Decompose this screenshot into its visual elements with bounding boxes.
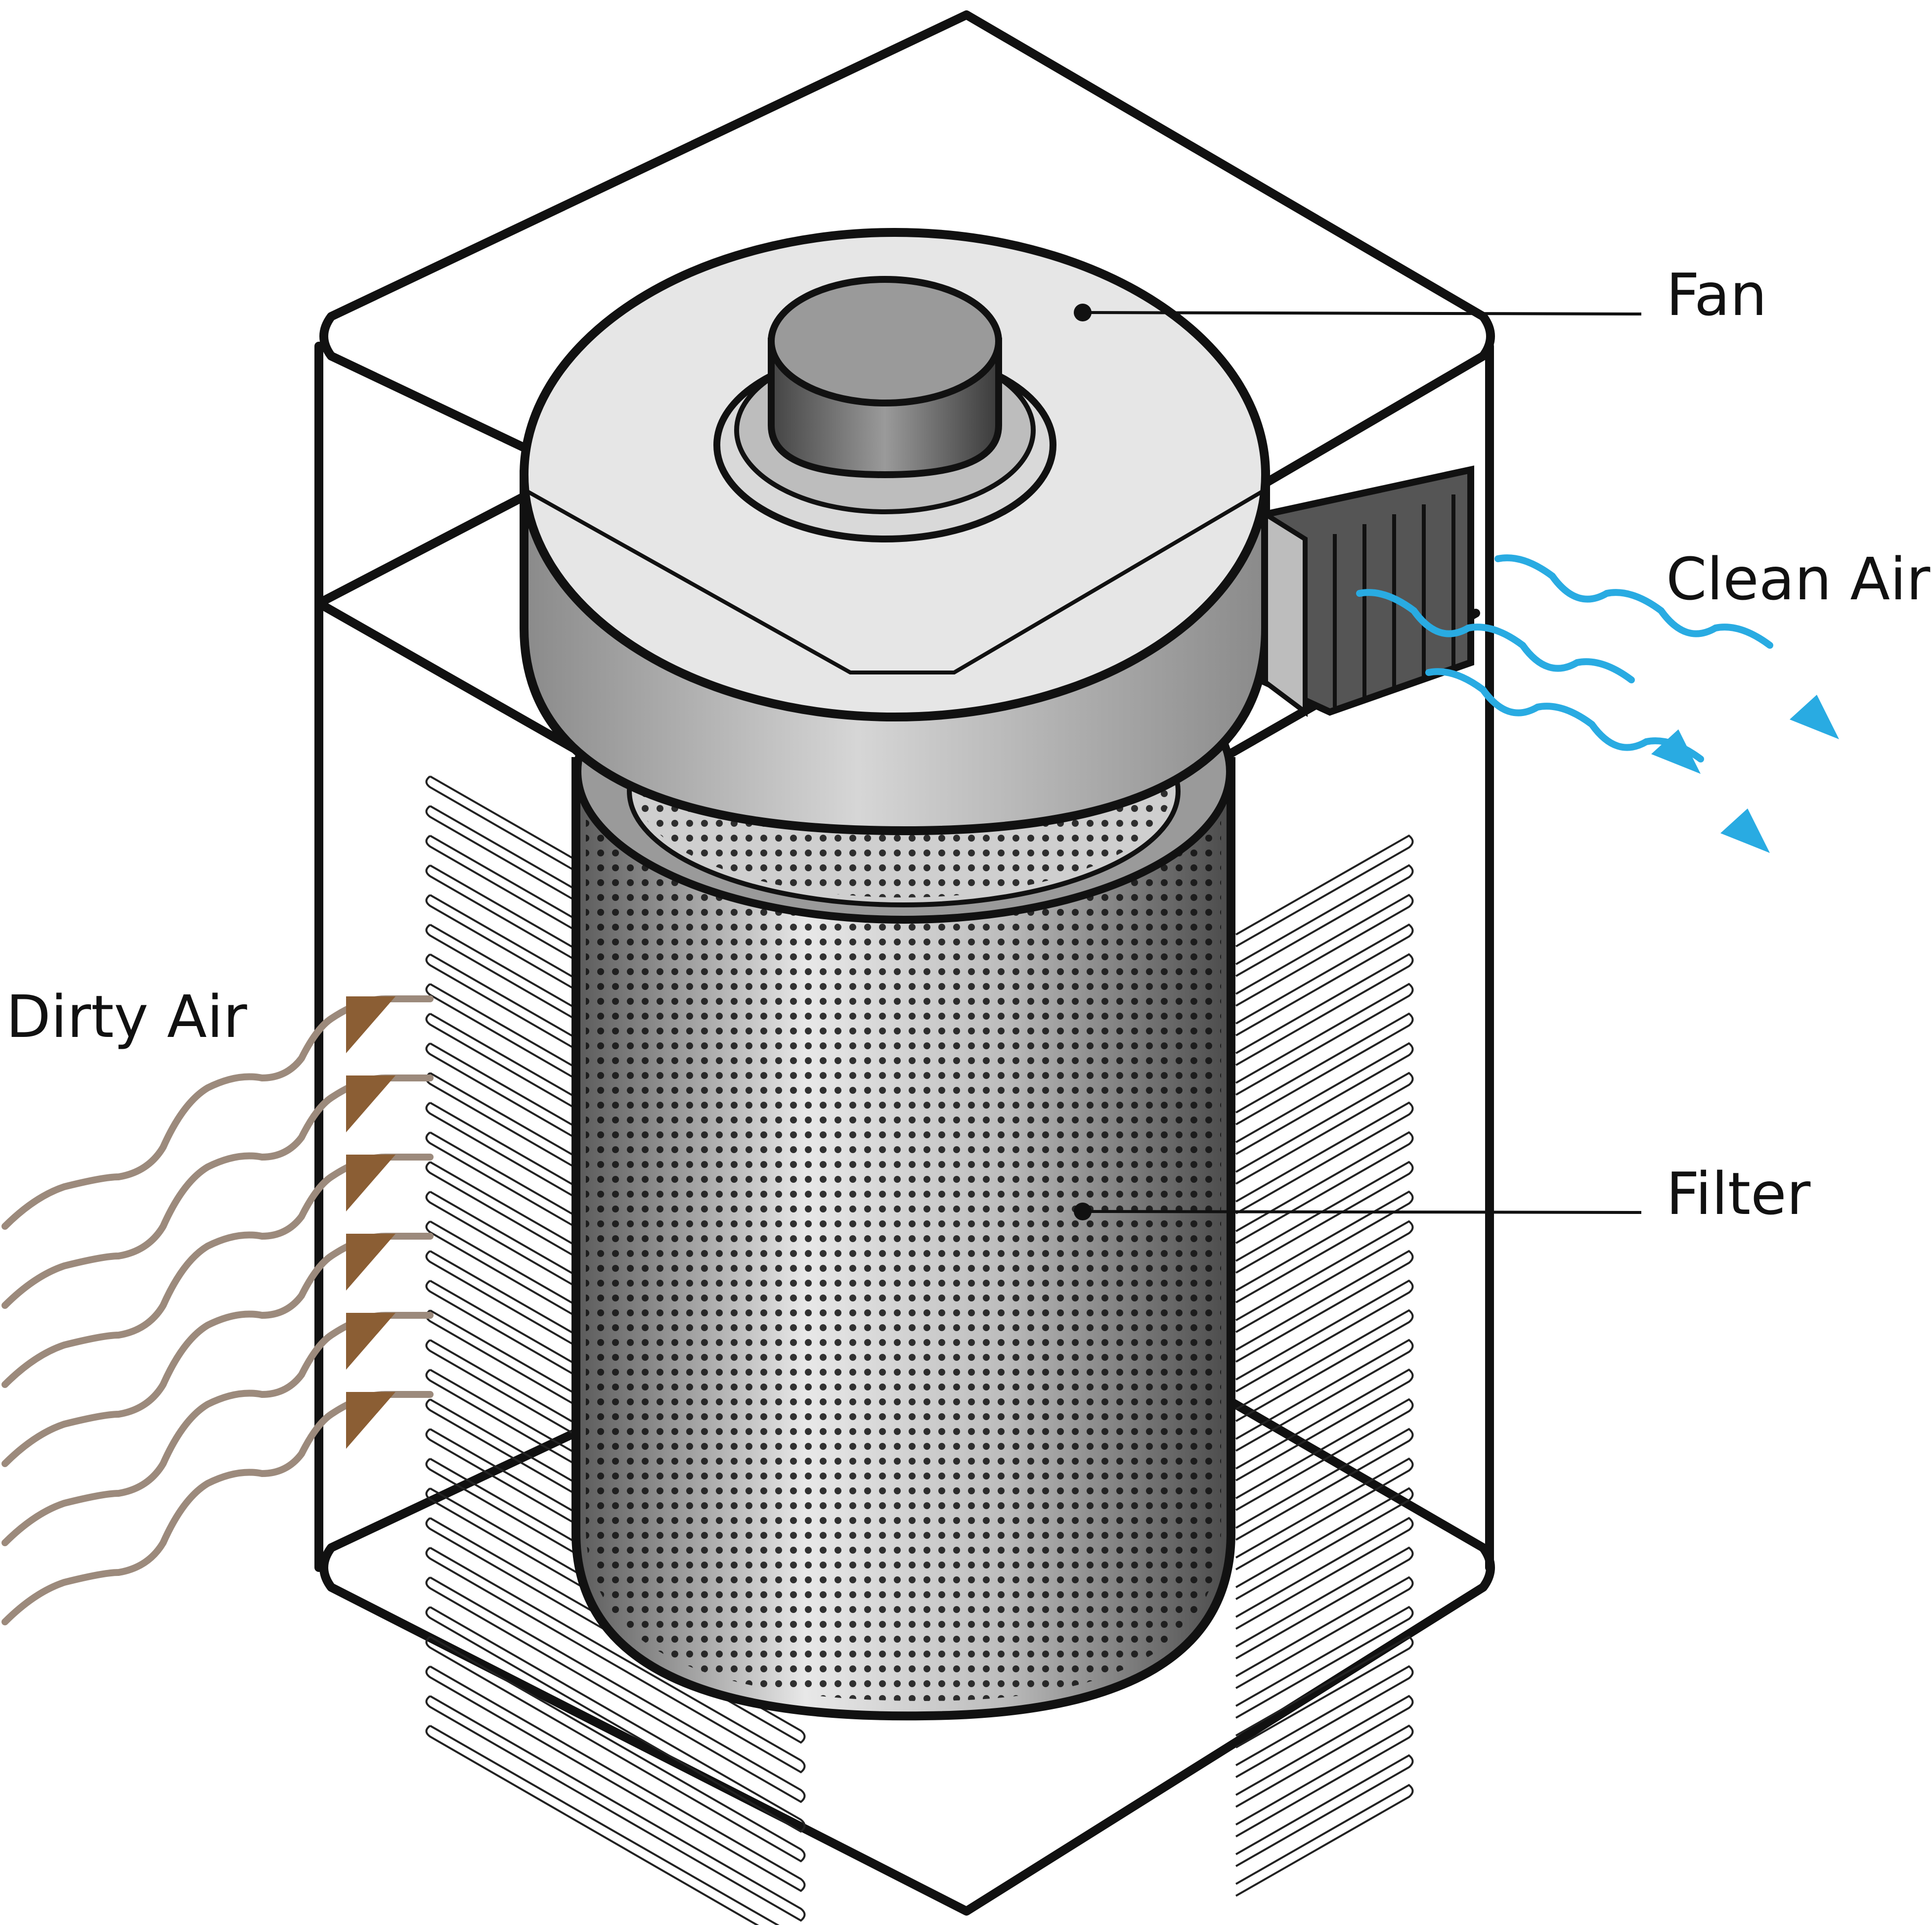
dirty-air-wave — [1, 1232, 434, 1467]
dirty-air-arrowhead — [346, 1313, 395, 1370]
clean-air-label: Clean Air — [1666, 545, 1931, 613]
vent-rib — [1235, 1012, 1414, 1125]
vent-rib — [425, 1606, 806, 1833]
dirty-air-wave — [1, 1390, 434, 1625]
vent-rib — [1235, 923, 1414, 1036]
vent-rib — [1235, 1576, 1414, 1689]
dirty-air-label: Dirty Air — [6, 983, 247, 1051]
clean-air-arrowhead — [1651, 729, 1701, 774]
vent-rib — [1235, 953, 1414, 1066]
right-vent-grille — [1235, 834, 1414, 1897]
dirty-air-arrowhead — [346, 1234, 395, 1291]
dirty-air-arrowhead — [346, 1155, 395, 1211]
dirty-air-wave — [1, 1074, 434, 1309]
vent-rib — [425, 1547, 806, 1774]
vent-rib — [1235, 834, 1414, 947]
vent-rib — [1235, 1457, 1414, 1570]
vent-rib — [1235, 1665, 1414, 1778]
vent-rib — [1235, 1161, 1414, 1274]
vent-rib — [425, 1665, 806, 1892]
clean-air-arrowhead — [1790, 695, 1839, 739]
vent-rib — [1235, 894, 1414, 1007]
vent-rib — [425, 1695, 806, 1922]
fan-motor-cap — [768, 276, 1002, 406]
vent-rib — [1235, 1428, 1414, 1541]
vent-rib — [1235, 1546, 1414, 1659]
vent-rib — [1235, 983, 1414, 1096]
vent-rib — [1235, 1635, 1414, 1748]
vent-rib — [425, 1576, 806, 1803]
dirty-air-arrows — [1, 995, 434, 1625]
dirty-air-arrowhead — [346, 1392, 395, 1449]
vent-rib — [1235, 1487, 1414, 1600]
clean-air-wave — [1356, 589, 1635, 683]
vent-rib — [1235, 1784, 1414, 1897]
vent-rib — [1235, 1309, 1414, 1422]
vent-rib — [1235, 1754, 1414, 1867]
dirty-air-wave — [1, 1153, 434, 1388]
dirty-air-wave — [1, 1311, 434, 1546]
vent-rib — [1235, 1131, 1414, 1244]
vent-rib — [1235, 1606, 1414, 1719]
fan-leader — [1074, 304, 1642, 321]
fan-label: Fan — [1666, 261, 1767, 329]
vent-rib — [1235, 1190, 1414, 1303]
clean-air-wave — [1494, 554, 1773, 649]
fan-assembly — [520, 228, 1474, 836]
housing-bottom-face — [319, 1244, 1495, 1916]
vent-rib — [1235, 1072, 1414, 1185]
vent-rib — [425, 1725, 780, 1925]
clean-air-arrows — [1356, 554, 1839, 853]
clean-air-arrowhead — [1720, 808, 1770, 853]
vent-rib — [1235, 1368, 1414, 1481]
vent-rib — [425, 1517, 806, 1744]
filter-cylinder — [571, 619, 1235, 1721]
vent-rib — [1235, 1339, 1414, 1452]
vent-rib — [1235, 1695, 1414, 1808]
vent-rib — [1235, 1250, 1414, 1363]
vent-rib — [1235, 864, 1414, 977]
vent-rib — [1235, 1042, 1414, 1155]
filter-leader — [1074, 1203, 1642, 1220]
vent-rib — [1235, 1101, 1414, 1214]
vent-rib — [1235, 1724, 1414, 1837]
vent-rib — [1235, 1398, 1414, 1511]
clean-air-wave — [1425, 668, 1704, 762]
vent-rib — [1235, 1279, 1414, 1392]
dirty-air-arrowhead — [346, 1075, 395, 1132]
vent-rib — [1235, 1220, 1414, 1333]
dirty-air-arrowhead — [346, 996, 395, 1053]
vent-rib — [1235, 1517, 1414, 1630]
filter-label: Filter — [1666, 1160, 1811, 1228]
vent-rib — [425, 1636, 806, 1863]
